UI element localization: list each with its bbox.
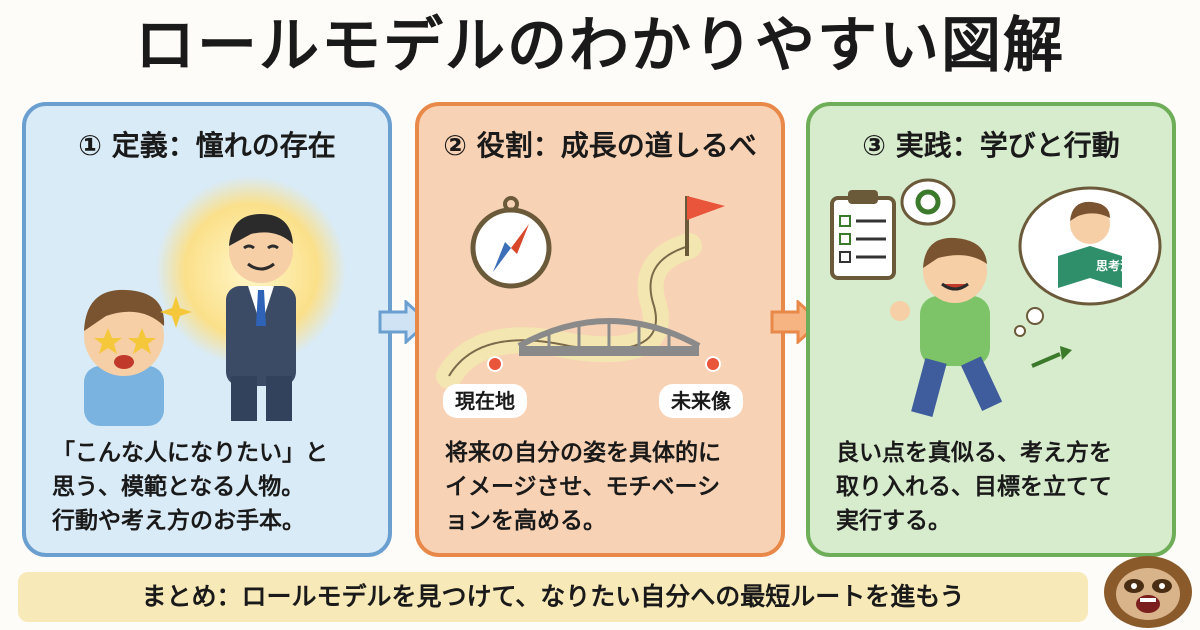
thought-bubble: 思考法 (1014, 186, 1162, 337)
label-future: 未来像 (659, 384, 743, 418)
panel-heading: ③ 実践：学びと行動 (862, 129, 1120, 162)
panel-description: 良い点を真似る、考え方を 取り入れる、目標を立てて 実行する。 (836, 440, 1112, 534)
panel-heading: ② 役割：成長の道しるべ (443, 129, 757, 162)
book-title: 思考法 (1096, 258, 1132, 273)
page-title: ロールモデルのわかりやすい図解 (135, 11, 1065, 81)
end-marker (705, 356, 721, 372)
panel-role: ② 役割：成長の道しるべ 現在地 未来像 将来の自分の姿を具体的に イメージ (415, 102, 785, 557)
gear-thought-icon (900, 178, 956, 226)
panel-description: 「こんな人になりたい」と 思う、模範となる人物。 行動や考え方のお手本。 (52, 440, 328, 534)
practice-illustration: 思考法 (830, 178, 1162, 417)
child-figure (84, 289, 165, 426)
sparkle-icon (160, 296, 192, 328)
panel-practice: ③ 実践：学びと行動 思考法 (806, 102, 1176, 557)
compass-icon (470, 196, 552, 289)
role-model-illustration (84, 176, 346, 426)
adult-figure (226, 214, 296, 421)
panel-heading: ① 定義：憧れの存在 (78, 129, 336, 162)
path-illustration (436, 196, 725, 389)
goal-flag-icon (685, 196, 725, 256)
motion-arrow-icon (1031, 352, 1061, 368)
running-boy (890, 237, 1003, 417)
bridge-icon (517, 318, 701, 356)
label-current: 現在地 (443, 384, 527, 418)
sloth-mascot-icon (1104, 556, 1192, 628)
summary-banner: まとめ：ロールモデルを見つけて、なりたい自分への最短ルートを進もう (18, 572, 1088, 622)
panel-definition: ① 定義：憧れの存在 (22, 102, 392, 557)
start-marker (487, 356, 503, 372)
checklist-icon (830, 190, 896, 280)
panel-description: 将来の自分の姿を具体的に イメージさせ、モチベーシ ョンを高める。 (445, 440, 721, 534)
